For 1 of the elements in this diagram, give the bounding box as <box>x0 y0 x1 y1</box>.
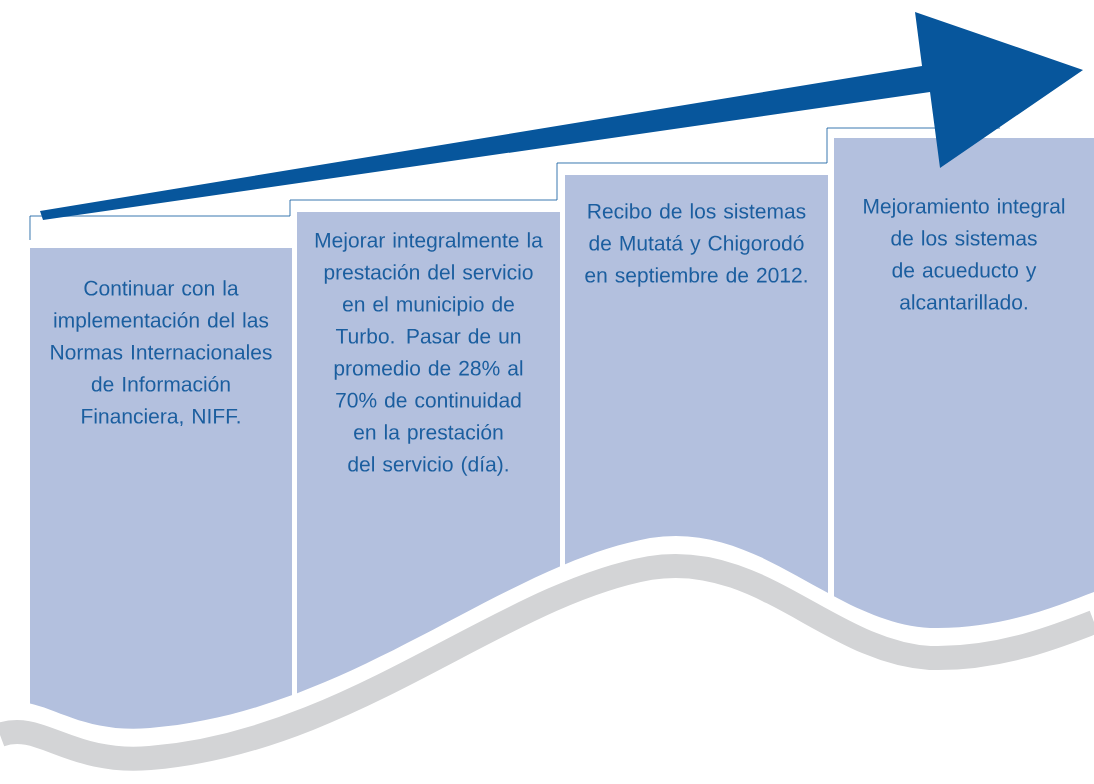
step-column: Continuar con la implementación del las Normas Internacionales de Información Financiera, NIFF. <box>30 248 292 729</box>
